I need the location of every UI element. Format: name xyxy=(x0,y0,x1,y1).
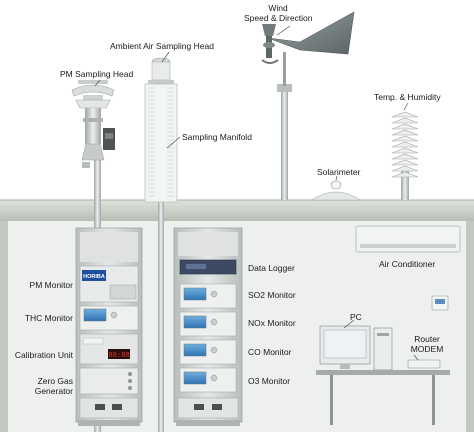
label-so2-monitor: SO2 Monitor xyxy=(248,290,296,300)
label-pm-monitor: PM Monitor xyxy=(29,280,73,290)
horiba-logo-text: HORIBA xyxy=(83,274,105,280)
label-speed-direction: Speed & Direction xyxy=(244,13,313,23)
label-pm-head: PM Sampling Head xyxy=(60,69,134,79)
label-ambient-head: Ambient Air Sampling Head xyxy=(110,41,214,51)
gas-monitor-screen xyxy=(183,371,207,385)
shield-plate xyxy=(391,141,419,148)
shield-plate xyxy=(391,123,419,130)
temp-humidity-shield xyxy=(391,111,419,200)
shield-plate xyxy=(391,159,419,166)
gas-monitor-screen xyxy=(183,343,207,357)
shield-plate xyxy=(391,153,419,160)
label-calibration-unit: Calibration Unit xyxy=(14,350,73,360)
gas-monitor-screen xyxy=(183,315,207,329)
wind-sensor xyxy=(261,11,355,200)
gas-monitor-knob xyxy=(210,346,218,354)
data-logger-unit xyxy=(179,259,237,275)
shield-plate xyxy=(391,129,419,136)
gas-monitor-screen xyxy=(183,287,207,301)
label-router: Router xyxy=(414,334,440,344)
shield-plate xyxy=(391,147,419,154)
label-generator: Generator xyxy=(34,386,73,396)
label-wind: Wind xyxy=(268,3,288,13)
label-temp-humidity: Temp. & Humidity xyxy=(374,92,441,102)
desk-top xyxy=(316,370,450,375)
shield-plate xyxy=(391,171,419,178)
right-rack xyxy=(173,227,243,426)
label-air-conditioner: Air Conditioner xyxy=(379,259,436,269)
gas-monitor-knob xyxy=(210,290,218,298)
shield-plate xyxy=(391,117,419,124)
shield-plate xyxy=(391,165,419,172)
shield-plate xyxy=(391,135,419,142)
label-solarimeter: Solarimeter xyxy=(317,167,361,177)
wind-mast xyxy=(281,90,288,200)
gas-monitor-knob xyxy=(210,318,218,326)
label-pc: PC xyxy=(350,312,362,322)
shield-plate xyxy=(391,111,419,118)
label-co-monitor: CO Monitor xyxy=(248,347,292,357)
manifold-pipe xyxy=(158,200,164,432)
air-conditioner-unit xyxy=(355,225,461,311)
left-rack: HORIBA 88:88 xyxy=(75,227,143,426)
zero-gas-unit xyxy=(79,367,139,395)
label-data-logger: Data Logger xyxy=(248,263,295,273)
sampling-manifold-body xyxy=(144,83,178,203)
pc-workstation xyxy=(316,325,450,425)
horiba-logo xyxy=(82,270,106,281)
gas-monitor-knob xyxy=(210,374,218,382)
ambient-sampling-head xyxy=(144,57,178,432)
label-o3-monitor: O3 Monitor xyxy=(248,376,291,386)
calibration-display: 88:88 xyxy=(108,352,129,360)
label-modem: MODEM xyxy=(410,344,444,354)
wind-vane-tail xyxy=(267,11,355,55)
label-zero-gas: Zero Gas xyxy=(37,376,73,386)
label-sampling-manifold: Sampling Manifold xyxy=(182,132,252,142)
solarimeter xyxy=(311,180,361,201)
shelter-roof xyxy=(0,200,474,221)
label-nox-monitor: NOx Monitor xyxy=(248,318,296,328)
router-modem xyxy=(407,359,441,369)
label-thc-monitor: THC Monitor xyxy=(24,313,73,323)
leader-lines xyxy=(94,25,419,361)
